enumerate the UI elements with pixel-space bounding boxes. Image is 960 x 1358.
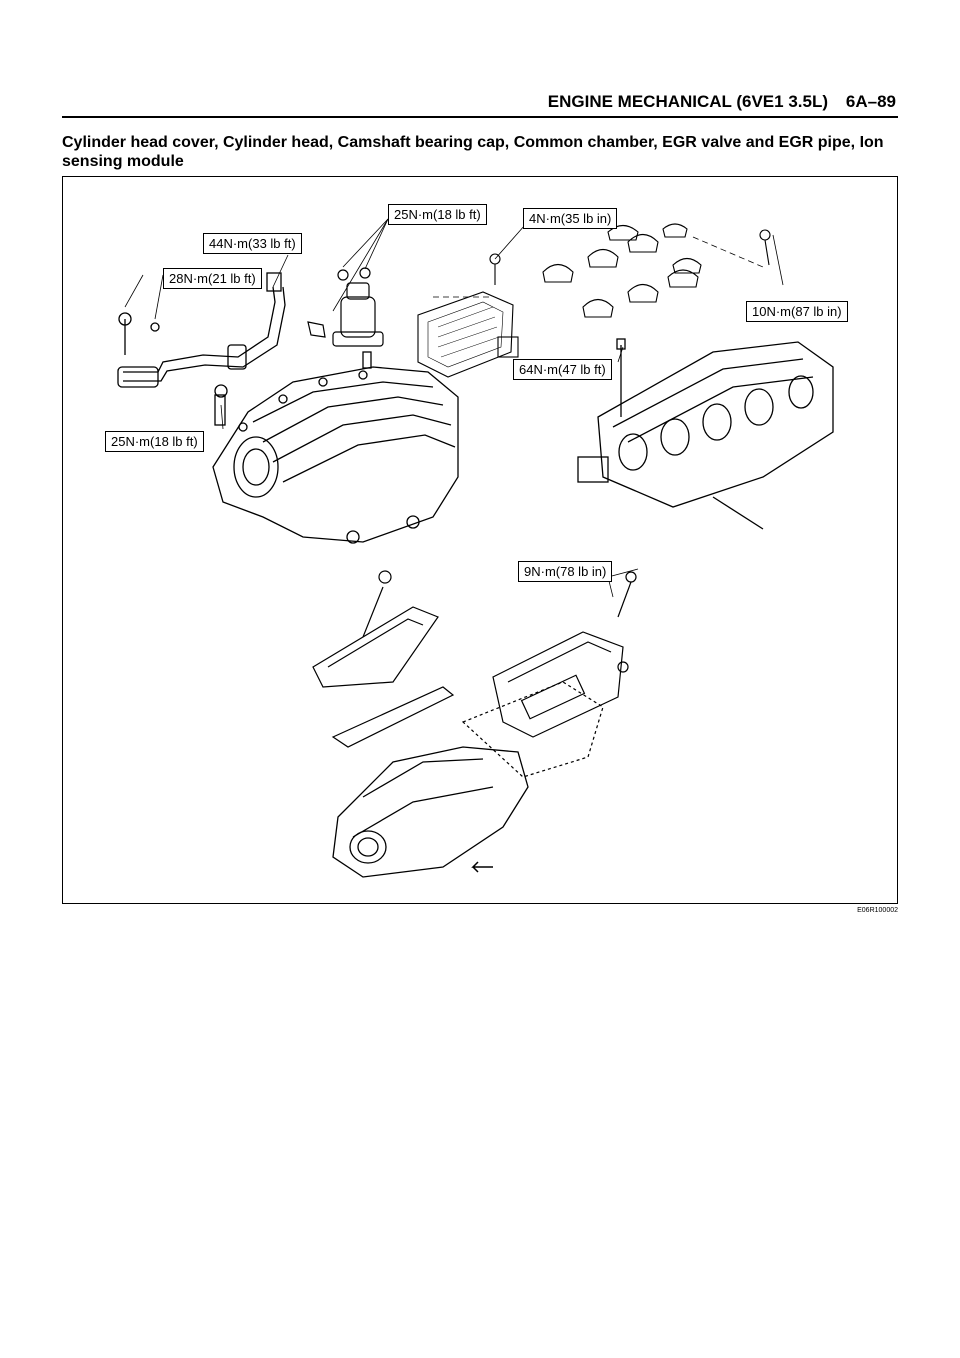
camshaft-bearing-caps — [542, 223, 771, 318]
torque-callout-64nm: 64N·m(47 lb ft) — [513, 359, 612, 380]
torque-callout-10nm: 10N·m(87 lb in) — [746, 301, 848, 322]
torque-callout-4nm: 4N·m(35 lb in) — [523, 208, 618, 229]
torque-callout-9nm: 9N·m(78 lb in) — [518, 561, 613, 582]
header-title: ENGINE MECHANICAL (6VE1 3.5L) — [547, 92, 828, 111]
cylinder-head-cover-left — [312, 570, 455, 748]
torque-callout-28nm: 28N·m(21 lb ft) — [163, 268, 262, 289]
section-title: Cylinder head cover, Cylinder head, Cams… — [62, 134, 884, 170]
cylinder-head-cover-right — [461, 571, 637, 778]
figure-code: E06R100002 — [857, 907, 898, 914]
egr-valve — [307, 267, 384, 347]
egr-pipe — [117, 272, 286, 388]
page-number: 6A–89 — [845, 92, 896, 111]
torque-callout-44nm: 44N·m(33 lb ft) — [203, 233, 302, 254]
torque-callout-25nm-top: 25N·m(18 lb ft) — [388, 204, 487, 225]
common-chamber — [212, 351, 459, 544]
engine-block — [332, 746, 529, 878]
torque-callout-25nm-left: 25N·m(18 lb ft) — [105, 431, 204, 452]
engine-parts-drawing — [117, 218, 834, 878]
ion-sensing-module — [417, 253, 519, 378]
page-header: ENGINE MECHANICAL (6VE1 3.5L) 6A–89 — [62, 90, 898, 118]
cylinder-head — [577, 338, 834, 530]
exploded-diagram: 44N·m(33 lb ft) 28N·m(21 lb ft) 25N·m(18… — [62, 176, 898, 904]
